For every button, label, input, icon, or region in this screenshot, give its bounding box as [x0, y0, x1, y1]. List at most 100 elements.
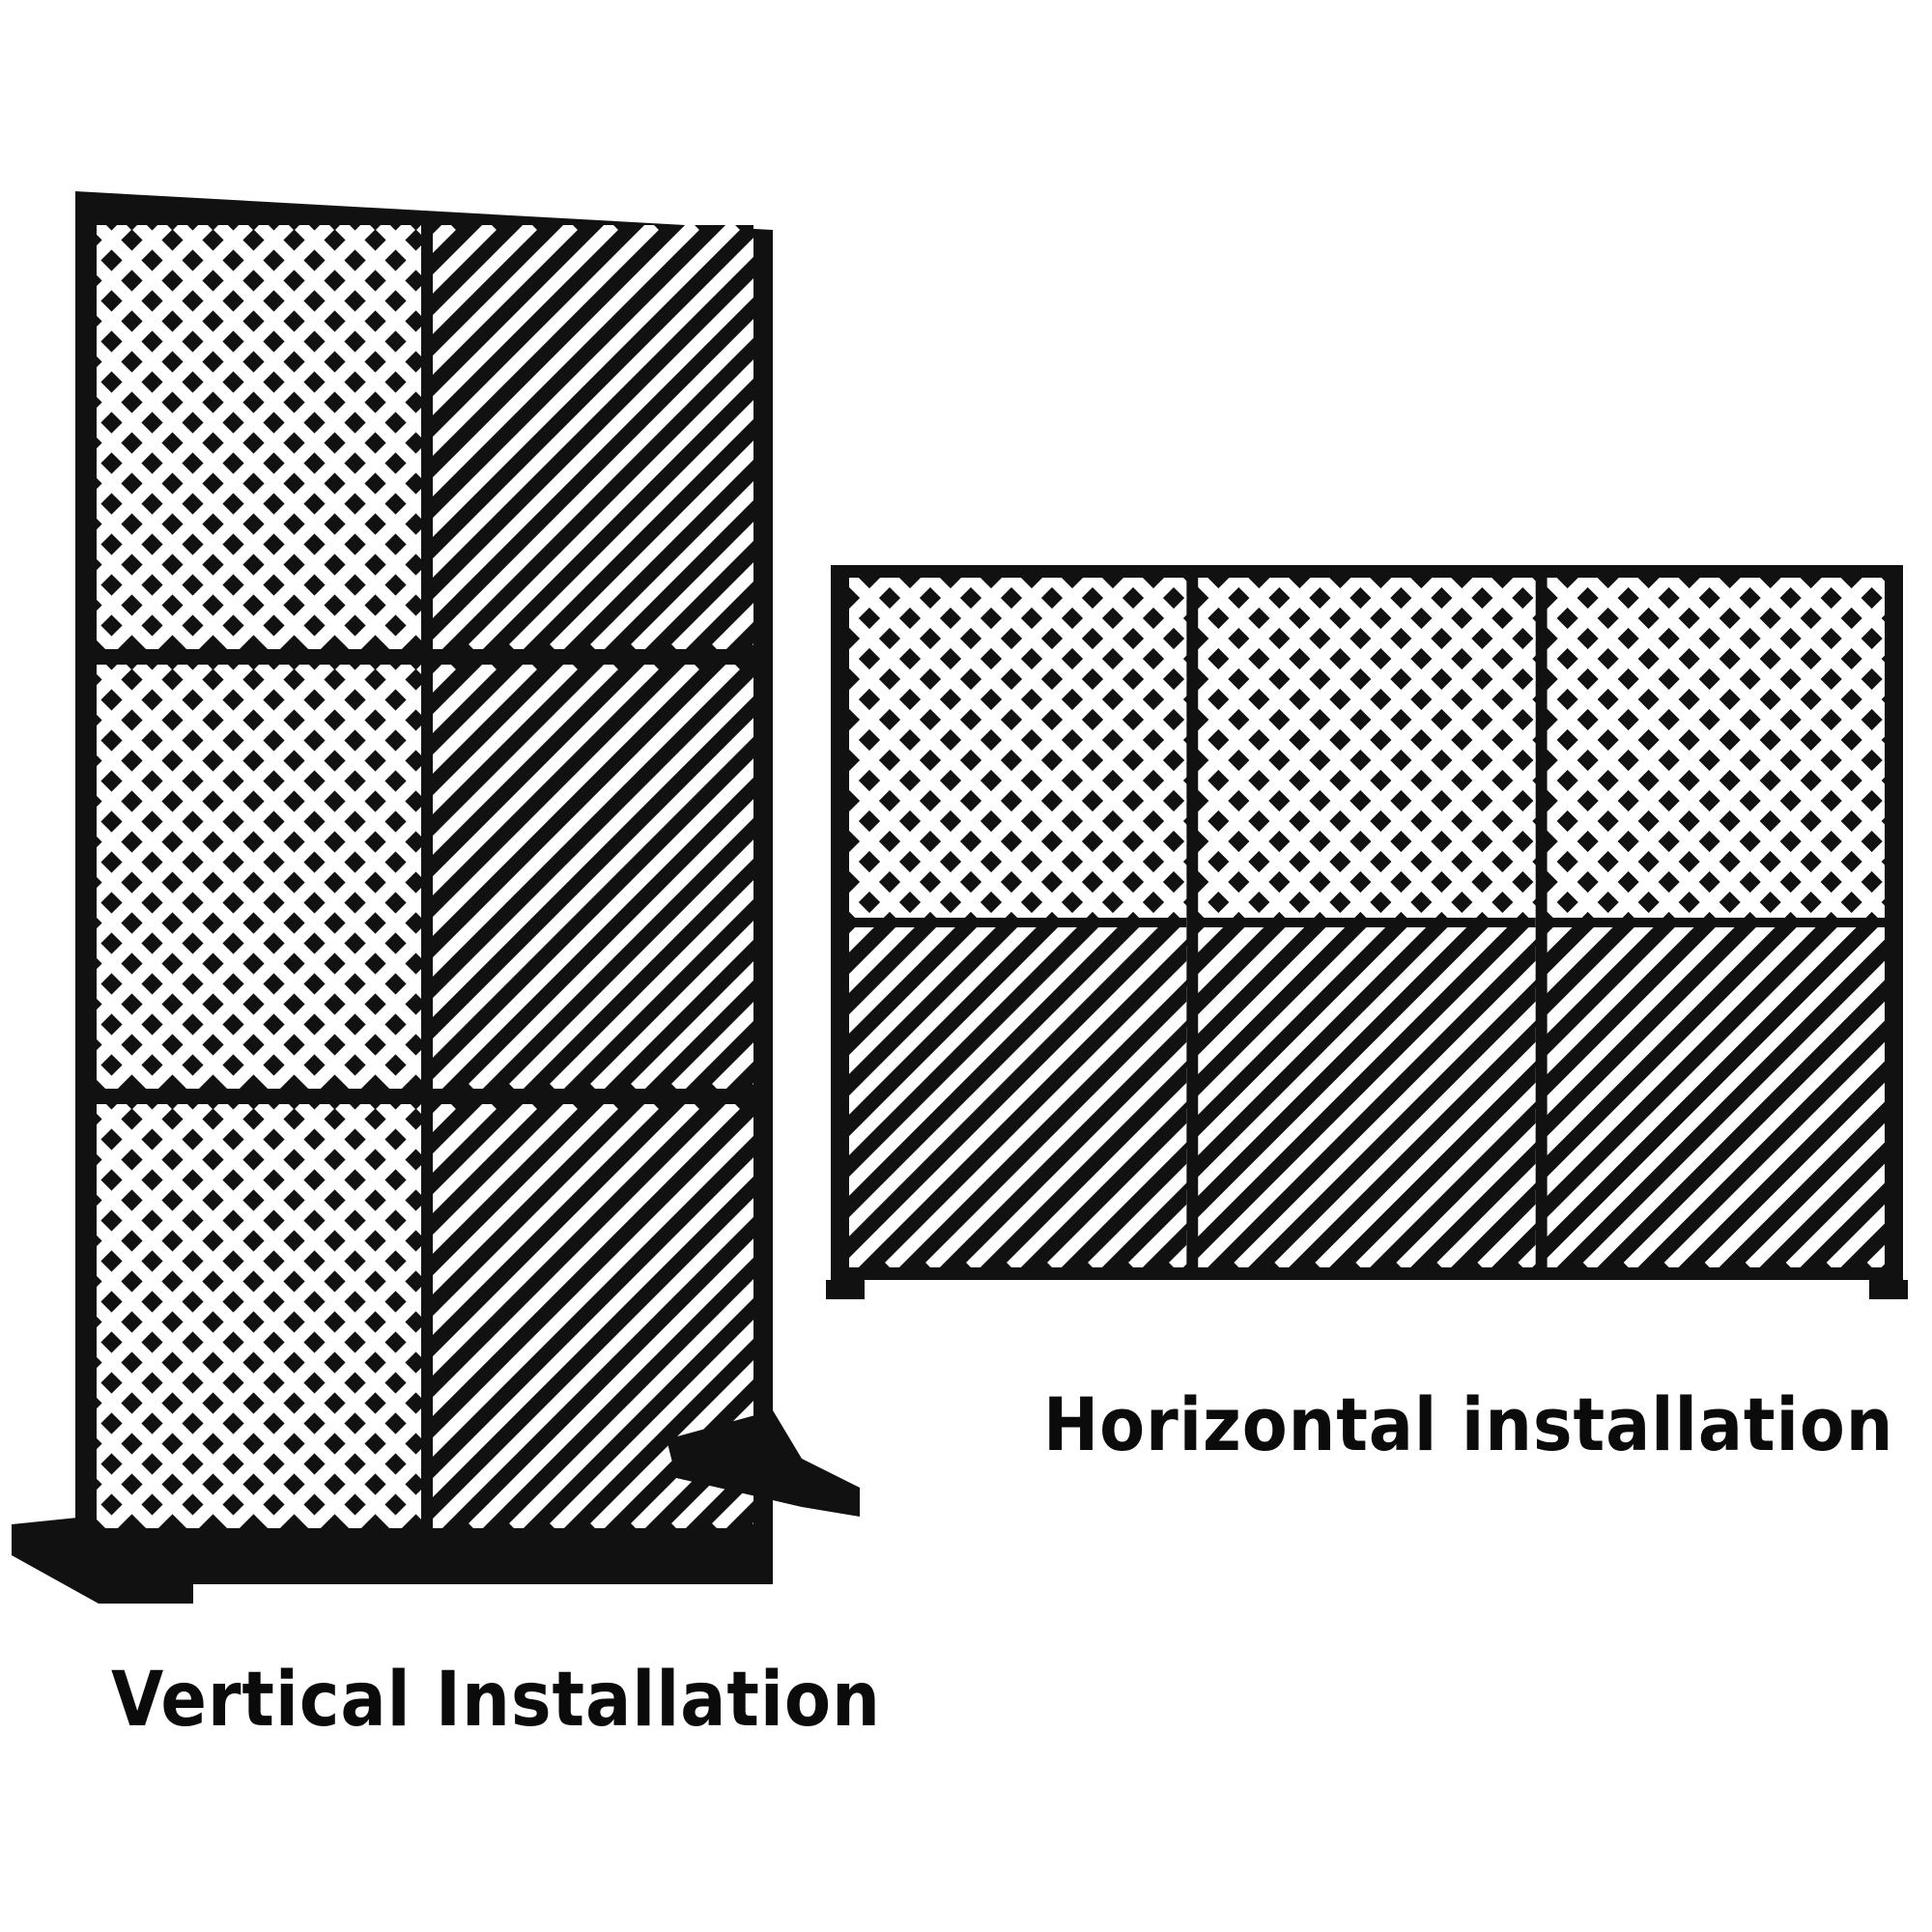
h-panel-1-stripe-t3 — [1315, 578, 1536, 804]
v-panel-0-stripe-r-3 — [306, 225, 740, 649]
h-panel-2-stripe-b1 — [1582, 960, 1886, 1267]
h-panel-1-stripe-b-10 — [1198, 578, 1488, 871]
h-panel-0-stripe-b5 — [1047, 1122, 1187, 1267]
v-panel-0-stripe-l-8 — [97, 540, 201, 649]
v-panel-2-stripe-r3 — [550, 1320, 753, 1528]
v-panel-2-stripe-r-12 — [97, 1104, 375, 1387]
v-panel-1-stripe-l-11 — [0, 665, 74, 1089]
h-panel-2-stripe-t1 — [1582, 578, 1886, 885]
v-panel-0-stripe-r-9 — [97, 225, 497, 630]
v-panel-1-stripe-l-5 — [97, 858, 323, 1089]
h-panel-0-stripe-t1 — [885, 578, 1187, 885]
v-panel-0-stripe-r-1 — [387, 278, 753, 649]
v-panel-1-stripe-r-1 — [387, 718, 753, 1089]
v-panel-2-stripe-r0 — [428, 1198, 753, 1528]
v-panel-2-stripe-r-16 — [97, 1104, 213, 1225]
v-panel-1-stripe-r2 — [509, 839, 753, 1089]
h-panel-0-stripe-t4 — [1007, 578, 1187, 763]
v-panel-1-stripe-l-6 — [97, 898, 282, 1089]
v-panel-0-stripe-r2 — [509, 400, 753, 649]
h-panel-2-stripe-b-14 — [1547, 578, 1674, 709]
h-panel-2-stripe-t5 — [1745, 578, 1886, 723]
v-panel-1-stripe-r-16 — [97, 665, 213, 785]
v-panel-0-stripe-l-5 — [97, 418, 323, 649]
h-panel-1-stripe-b5 — [1396, 1122, 1536, 1267]
h-panel-2-stripe-t2 — [1623, 578, 1886, 844]
v-panel-0-stripe-r-14 — [97, 225, 294, 427]
v-panel-1-stripe-r1 — [469, 799, 753, 1089]
v-panel-2-stripe-r-15 — [97, 1104, 253, 1265]
v-panel-1-stripe-l-7 — [97, 939, 242, 1089]
v-panel-2-stripe-r-1 — [387, 1157, 753, 1528]
h-panel-1-stripe-b-13 — [1198, 578, 1366, 750]
h-panel-2-stripe-b-12 — [1547, 578, 1755, 790]
h-panel-2-stripe-t0 — [1547, 578, 1886, 925]
h-panel-2-stripe-b-10 — [1547, 578, 1836, 871]
v-panel-2-stripe-r-9 — [97, 1104, 497, 1509]
h-panel-1-stripe-b-9 — [1198, 578, 1528, 912]
v-panel-1-stripe-l-12 — [0, 665, 34, 1089]
v-panel-0-stripe-r-8 — [103, 225, 537, 649]
v-panel-1-stripe-r5 — [631, 961, 753, 1089]
h-panel-0-stripe-t2 — [925, 578, 1187, 844]
v-panel-1-stripe-r3 — [550, 880, 753, 1089]
v-panel-0-stripe-r-16 — [97, 225, 213, 346]
v-panel-0-stripe-l-11 — [0, 225, 74, 649]
v-panel-0-stripe-r-6 — [185, 225, 618, 649]
v-panel-2-stripe-r-4 — [266, 1104, 699, 1528]
v-panel-1-stripe-r-10 — [97, 665, 456, 1029]
vertical-stand-feet — [12, 1410, 860, 1604]
v-panel-2-stripe-r-5 — [225, 1104, 659, 1528]
h-panel-0-stripe-b-12 — [849, 578, 1057, 790]
h-panel-2-stripe-b4 — [1704, 1082, 1886, 1267]
v-panel-0-stripe-r-15 — [97, 225, 253, 386]
v-panel-2-stripe-r-8 — [103, 1104, 537, 1528]
v-panel-1-stripe-r-6 — [185, 665, 618, 1089]
h-panel-0-stripe-t0 — [849, 578, 1187, 925]
v-panel-0-stripe-r0 — [428, 319, 753, 649]
h-panel-0-stripe-b-11 — [849, 578, 1097, 831]
v-panel-1-stripe-r-19 — [0, 665, 86, 1089]
h-panel-0-stripe-b2 — [925, 1001, 1187, 1267]
h-panel-0-stripe-b-14 — [849, 578, 976, 709]
vertical-installation-caption: Vertical Installation — [111, 1657, 881, 1744]
h-panel-0-stripe-b-10 — [849, 578, 1138, 871]
v-panel-2-stripe-l-5 — [97, 1297, 323, 1528]
h-panel-2-stripe-t4 — [1704, 578, 1886, 763]
v-panel-0-center-bar — [421, 225, 433, 649]
v-panel-1-stripe-l-8 — [97, 980, 201, 1089]
h-panel-1-stripe-b-11 — [1198, 578, 1447, 831]
h-panel-2-stripe-b-13 — [1547, 578, 1715, 750]
h-panel-0-stripe-b-13 — [849, 578, 1016, 750]
v-panel-2-stripe-r1 — [469, 1238, 753, 1528]
v-panel-0-stripe-r6 — [671, 562, 753, 649]
v-panel-1-center-bar — [421, 665, 433, 1089]
v-panel-1-stripe-r-8 — [103, 665, 537, 1089]
v-panel-0-stripe-l-6 — [97, 459, 282, 649]
h-panel-0-center-bar — [849, 918, 1187, 927]
h-panel-2-stripe-b-9 — [1547, 578, 1877, 912]
h-panel-2-stripe-b9 — [1913, 578, 1918, 1267]
vertical-screen-illustration — [0, 164, 869, 1604]
v-panel-0-stripe-r5 — [631, 522, 753, 649]
v-panel-1-stripe-r-13 — [97, 665, 334, 907]
v-panel-1-stripe-r-11 — [97, 665, 415, 988]
v-panel-1-stripe-l-1 — [97, 696, 485, 1089]
v-panel-0-stripe-l-2 — [97, 297, 444, 649]
h-panel-0-stripe-t3 — [966, 578, 1187, 804]
v-panel-2-stripe-l-8 — [97, 1419, 201, 1528]
v-panel-2-stripe-r-13 — [97, 1104, 334, 1347]
horizontal-screen-svg — [826, 565, 1918, 1299]
v-panel-0-stripe-l-12 — [0, 225, 34, 649]
v-panel-1-stripe-r0 — [428, 758, 753, 1089]
v-panel-2-stripe-r-6 — [185, 1104, 618, 1528]
h-panel-1-stripe-b2 — [1274, 1001, 1536, 1267]
v-panel-0-stripe-r-5 — [225, 225, 659, 649]
v-panel-0-stripe-r-11 — [97, 225, 415, 549]
v-panel-2-stripe-r2 — [509, 1279, 753, 1528]
h-panel-0-stripe-b4 — [1007, 1082, 1187, 1267]
v-panel-1-stripe-r-5 — [225, 665, 659, 1089]
v-panel-1-stripe-r-9 — [97, 665, 497, 1069]
h-panel-2-stripe-b5 — [1745, 1122, 1886, 1267]
v-panel-0-stripe-r-13 — [97, 225, 334, 468]
